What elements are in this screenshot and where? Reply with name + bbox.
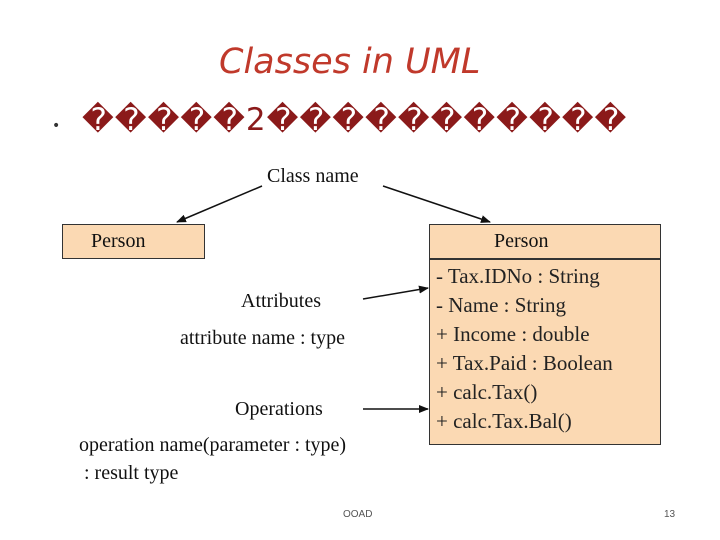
arrow-to-left-box — [176, 185, 263, 223]
operations-heading: Operations — [235, 398, 323, 420]
page-number: 13 — [664, 509, 676, 520]
class-member: - Name : String — [436, 293, 567, 317]
class-member: + Tax.Paid : Boolean — [436, 351, 613, 375]
bullet-text: �����2����������� — [82, 102, 628, 138]
class-name-label: Class name — [267, 165, 359, 187]
uml-class-members-compartment: - Tax.IDNo : String - Name : String + In… — [429, 259, 661, 445]
footer-label: OOAD — [343, 509, 373, 520]
class-member: + calc.Tax.Bal() — [436, 409, 572, 433]
class-name-box: Person — [62, 224, 205, 259]
arrow-attributes — [362, 285, 429, 300]
class-member: + Income : double — [436, 322, 590, 346]
uml-class-name: Person — [494, 230, 549, 252]
operations-syntax-line1: operation name(parameter : type) — [79, 434, 347, 456]
slide-title: Classes in UML — [219, 42, 481, 82]
uml-class-name-compartment: Person — [429, 224, 661, 259]
bullet-marker: • — [52, 118, 61, 134]
class-member: - Tax.IDNo : String — [436, 264, 600, 288]
operations-syntax-line2: : result type — [84, 462, 179, 484]
class-member: + calc.Tax() — [436, 380, 538, 404]
class-name-box-text: Person — [91, 230, 146, 252]
attributes-syntax: attribute name : type — [180, 327, 345, 349]
attributes-heading: Attributes — [241, 290, 321, 312]
arrow-to-right-box — [382, 185, 491, 223]
